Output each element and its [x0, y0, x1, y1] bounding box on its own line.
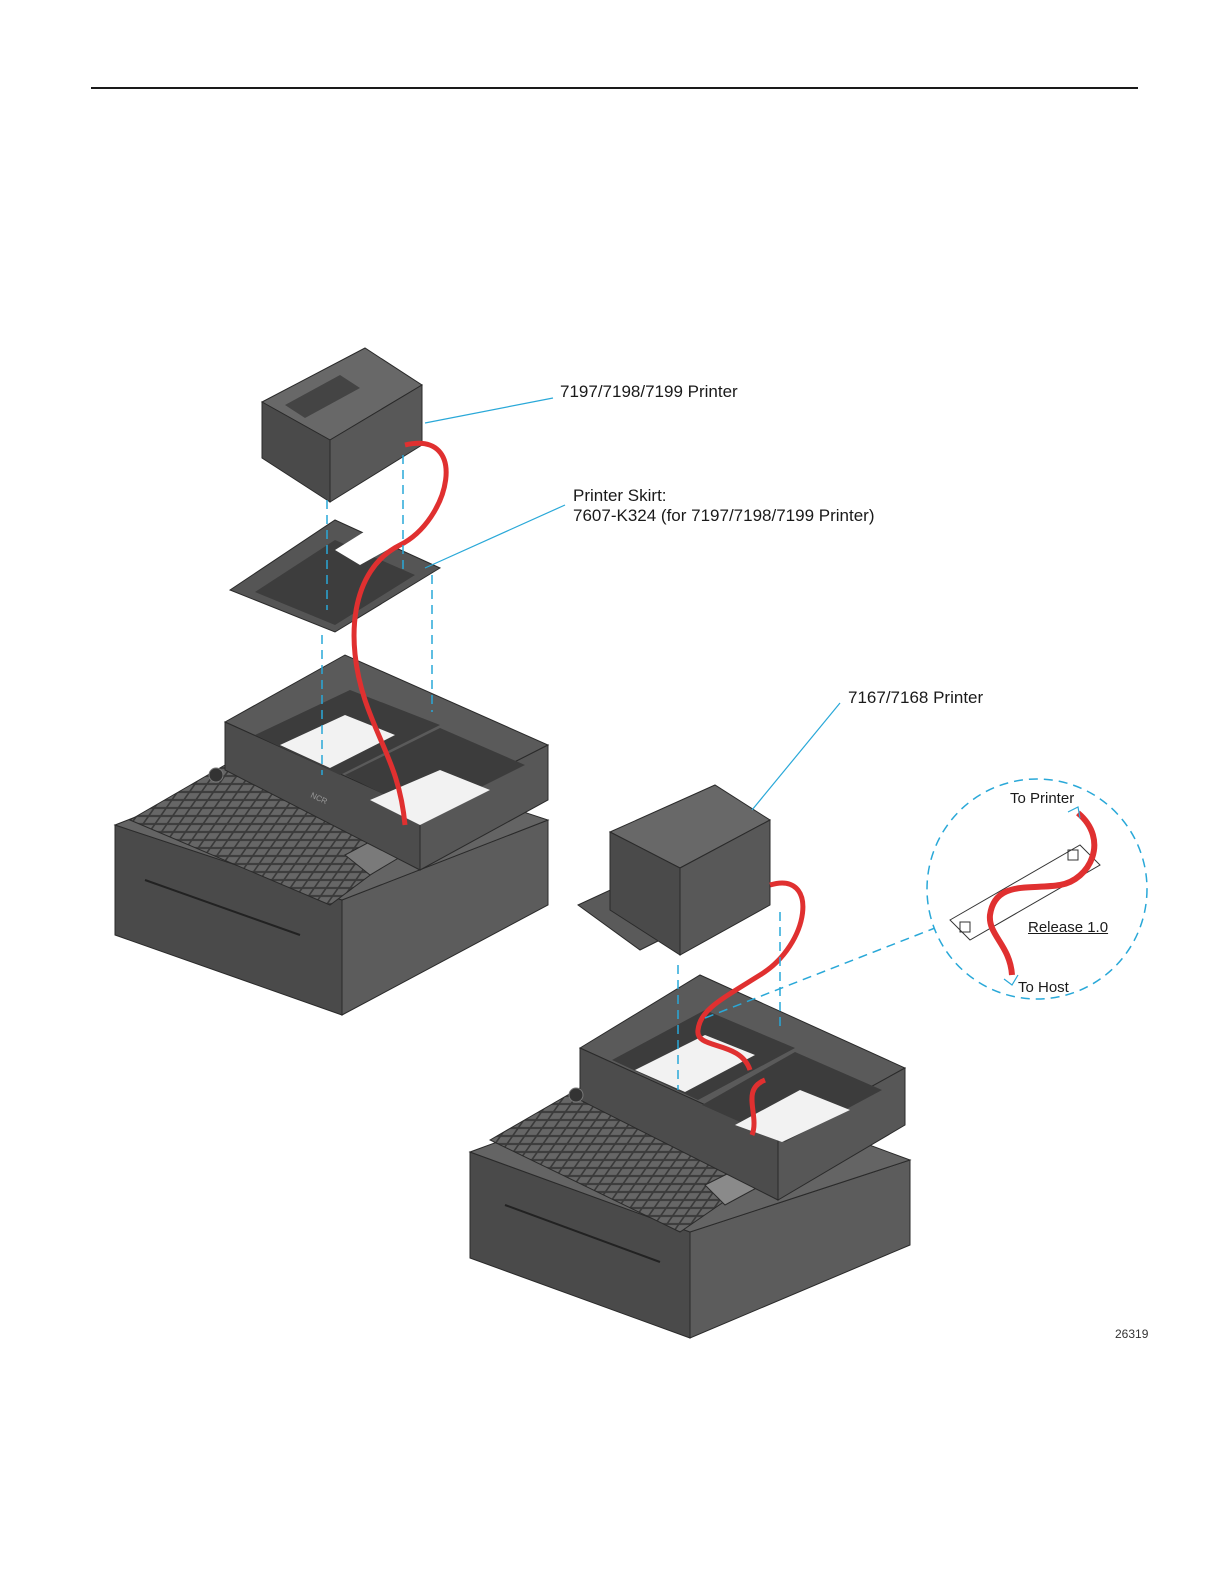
figure-number: 26319 — [1115, 1327, 1148, 1341]
printer-skirt — [230, 520, 440, 632]
right-pos-terminal — [470, 975, 910, 1338]
label-printer-7167: 7167/7168 Printer — [848, 688, 983, 708]
label-skirt-part: 7607-K324 (for 7197/7198/7199 Printer) — [573, 506, 874, 526]
left-pos-terminal: NCR — [115, 655, 548, 1015]
cable-detail-inset — [927, 779, 1147, 999]
label-to-host: To Host — [1018, 978, 1069, 998]
keylock-icon-right — [569, 1088, 583, 1102]
label-printer-7197: 7197/7198/7199 Printer — [560, 382, 738, 402]
printer-7197 — [262, 348, 422, 502]
label-skirt-title: Printer Skirt: — [573, 486, 667, 506]
keylock-icon — [209, 768, 223, 782]
label-to-printer: To Printer — [1010, 789, 1074, 809]
printer-7167 — [578, 785, 770, 955]
label-release: Release 1.0 — [1028, 918, 1108, 938]
